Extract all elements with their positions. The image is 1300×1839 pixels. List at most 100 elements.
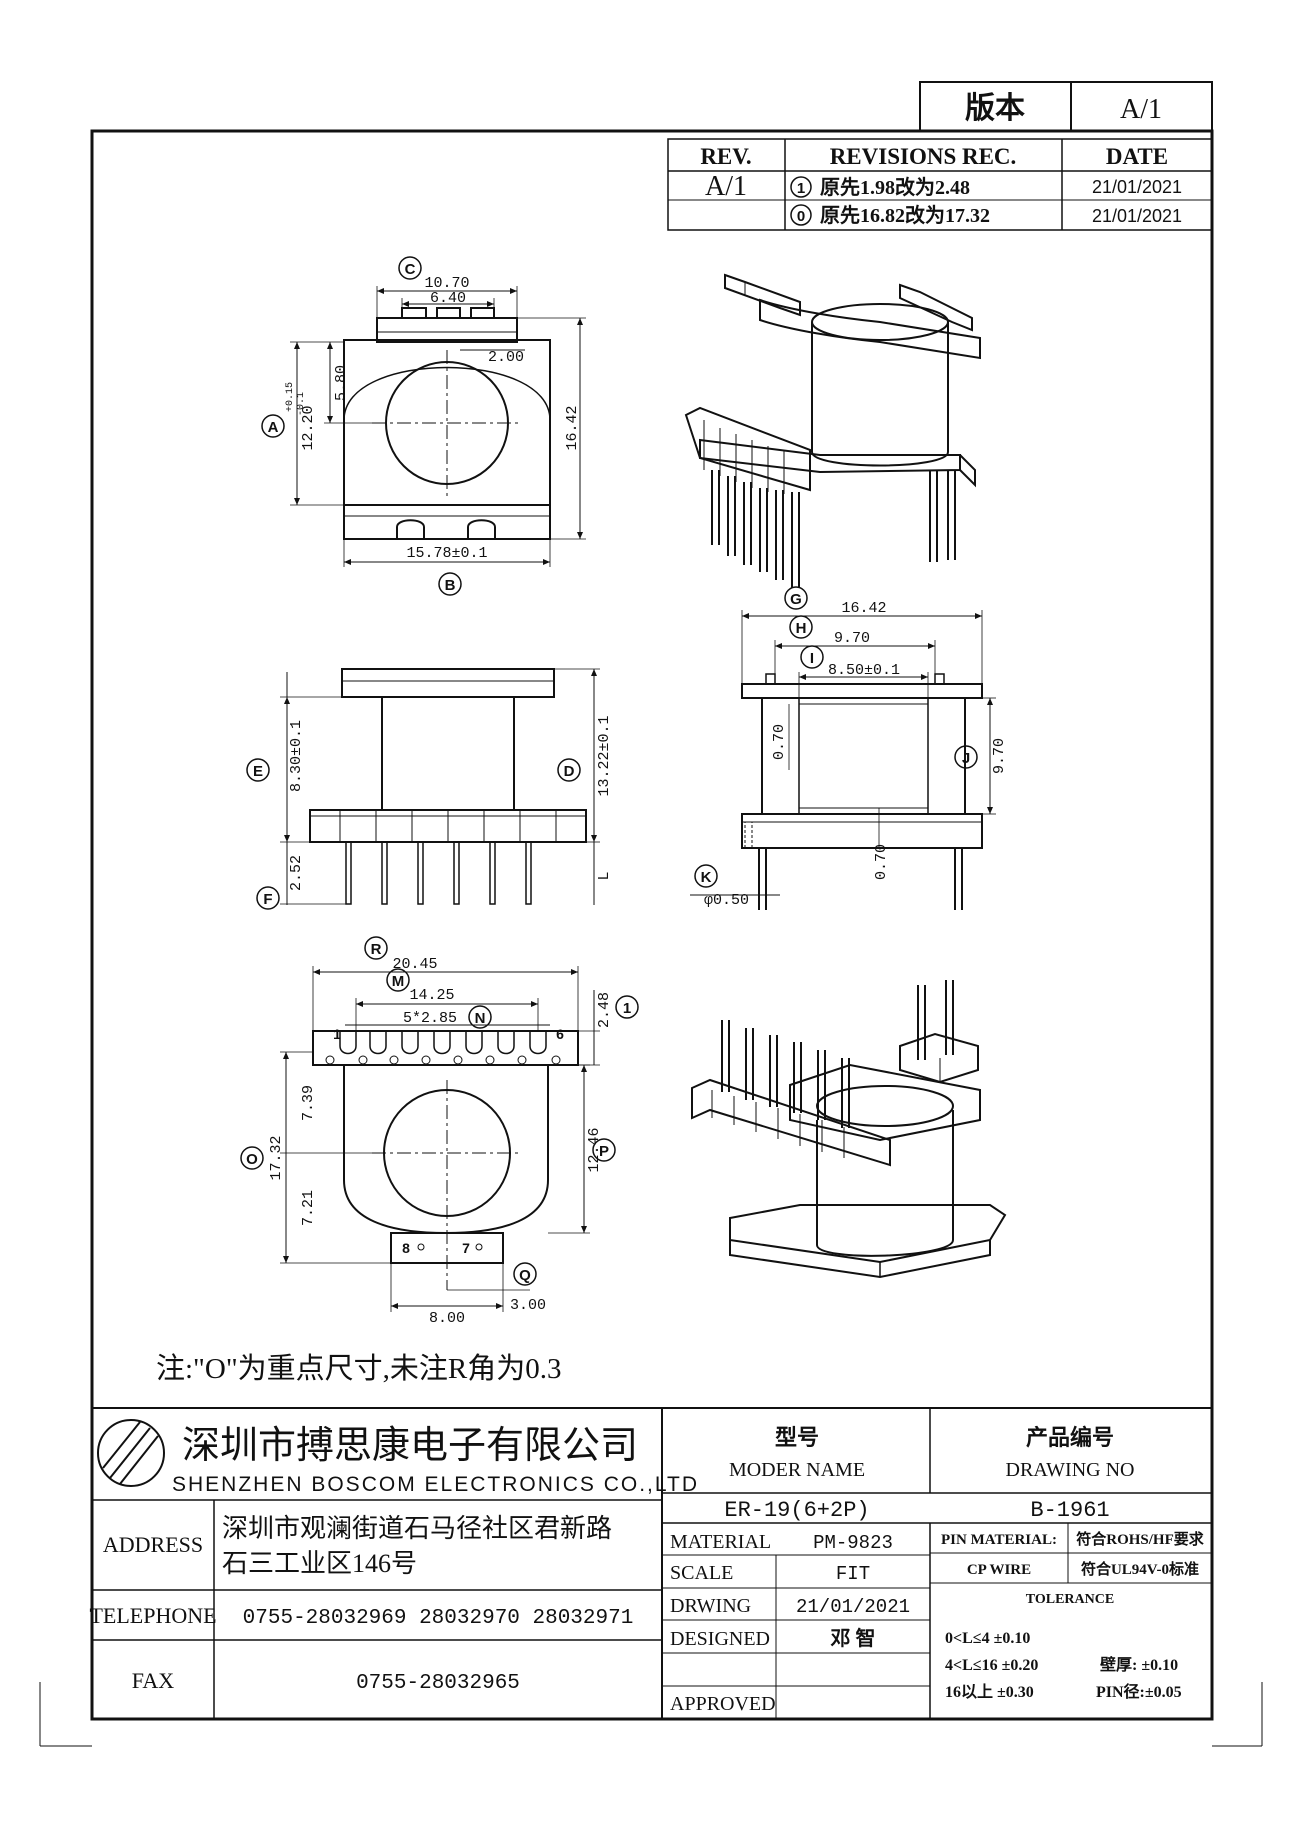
dim-o-total: 17.32 <box>268 1135 285 1180</box>
version-value: A/1 <box>1120 94 1162 125</box>
dim-c-outer: 10.70 <box>424 275 469 292</box>
designed-value: 邓 智 <box>831 1626 876 1650</box>
model-value: ER-19(6+2P) <box>724 1498 869 1523</box>
revision-1-mark: 1 <box>797 180 805 197</box>
model-label-cn: 型号 <box>775 1425 819 1450</box>
tolerance-wall: 壁厚: ±0.10 <box>1100 1655 1178 1674</box>
dim-left-upper: 5.80 <box>333 365 350 401</box>
side-view: 8.30±0.1 E 2.52 F 13.22±0.1 D L <box>246 668 613 910</box>
label-m: M <box>392 973 405 990</box>
label-g: G <box>790 591 802 608</box>
dim-base: 8.00 <box>429 1310 465 1327</box>
address-line-1: 深圳市观澜街道石马径社区君新路 <box>222 1514 612 1543</box>
drawing-label: DRWING <box>670 1595 751 1617</box>
model-label-en: MODER NAME <box>729 1459 865 1481</box>
material-label: MATERIAL <box>670 1531 771 1553</box>
dim-i: 8.50±0.1 <box>828 662 900 679</box>
dim-p: 12.46 <box>586 1127 603 1172</box>
dim-wall-top: 0.70 <box>771 724 788 760</box>
company-logo <box>97 1419 165 1487</box>
tolerance-label: TOLERANCE <box>1026 1592 1114 1607</box>
revision-1-text: 原先1.98改为2.48 <box>820 175 970 199</box>
crop-marks <box>39 1682 1263 1747</box>
revision-2-mark: 0 <box>797 208 805 225</box>
tolerance-1: 0<L≤4 ±0.10 <box>945 1630 1030 1647</box>
tolerance-3: 16以上 ±0.30 <box>945 1683 1034 1701</box>
date-header: DATE <box>1106 144 1168 169</box>
address-line-2: 石三工业区146号 <box>222 1549 417 1578</box>
pin-8-label: 8 <box>402 1240 410 1256</box>
pin-6-label: 6 <box>556 1026 564 1042</box>
scale-value: FIT <box>836 1563 870 1585</box>
pin-7-label: 7 <box>462 1240 470 1256</box>
dim-r: 20.45 <box>392 956 437 973</box>
revision-2-text: 原先16.82改为17.32 <box>820 203 990 227</box>
dim-a-height: 12.20 <box>300 405 317 450</box>
top-view: 10.70 C 6.40 2.00 5.80 12.20 +0.15 -0.1 … <box>261 256 586 596</box>
company-name-en: SHENZHEN BOSCOM ELECTRONICS CO.,LTD <box>172 1473 699 1496</box>
dim-m: 14.25 <box>409 987 454 1004</box>
label-o: O <box>246 1151 258 1168</box>
address-label: ADDRESS <box>103 1532 203 1557</box>
label-c: C <box>405 261 416 278</box>
approved-label: APPROVED <box>670 1693 776 1715</box>
dim-wall-bottom: 0.70 <box>873 844 890 880</box>
dim-n: 5*2.85 <box>403 1010 457 1027</box>
material-value: PM-9823 <box>813 1532 893 1554</box>
dim-l: L <box>596 871 613 880</box>
title-block: 深圳市搏思康电子有限公司 SHENZHEN BOSCOM ELECTRONICS… <box>89 1407 1212 1719</box>
label-one: 1 <box>623 1000 631 1017</box>
dim-c-inner: 6.40 <box>430 290 466 307</box>
label-h: H <box>796 620 807 637</box>
rev-value: A/1 <box>705 171 747 202</box>
pin-material-label: PIN MATERIAL: <box>941 1532 1057 1548</box>
tolerance-pin: PIN径:±0.05 <box>1096 1682 1182 1701</box>
label-p: P <box>599 1143 609 1160</box>
scale-label: SCALE <box>670 1562 733 1584</box>
label-a: A <box>268 419 279 436</box>
sheet-border <box>90 129 1214 1721</box>
ul-compliance: 符合UL94V-0标准 <box>1081 1560 1199 1578</box>
revisions-header: REVISIONS REC. <box>830 144 1017 169</box>
drawing-date-value: 21/01/2021 <box>796 1596 910 1618</box>
dim-k: φ0.50 <box>704 892 749 909</box>
front-view: 16.42 G 9.70 H 8.50±0.1 I 0.70 0.70 9.70… <box>690 586 1008 910</box>
revision-2-date: 21/01/2021 <box>1092 206 1182 226</box>
revision-table: REV. REVISIONS REC. DATE A/1 1 原先1.98改为2… <box>667 138 1213 231</box>
label-k: K <box>701 869 712 886</box>
dim-one: 2.48 <box>596 992 613 1028</box>
label-j: J <box>962 750 970 767</box>
dim-o-lower: 7.21 <box>300 1190 317 1226</box>
revision-1-date: 21/01/2021 <box>1092 177 1182 197</box>
isometric-view-upper <box>684 273 981 588</box>
version-label: 版本 <box>965 92 1025 125</box>
pin-material-value: CP WIRE <box>967 1562 1031 1578</box>
fax-value: 0755-28032965 <box>356 1672 520 1695</box>
dim-slot: 2.00 <box>488 349 524 366</box>
isometric-view-lower <box>691 980 1007 1279</box>
dim-h: 9.70 <box>834 630 870 647</box>
designed-label: DESIGNED <box>670 1628 770 1650</box>
label-b: B <box>445 577 456 594</box>
label-d: D <box>564 763 575 780</box>
rohs-compliance: 符合ROHS/HF要求 <box>1076 1530 1205 1548</box>
dim-a-tol-lower: -0.1 <box>296 392 307 416</box>
drawing-no-label-cn: 产品编号 <box>1026 1425 1114 1450</box>
dim-right-height: 16.42 <box>564 405 581 450</box>
telephone-label: TELEPHONE <box>89 1603 216 1628</box>
label-e: E <box>253 763 263 780</box>
rev-header: REV. <box>700 144 751 169</box>
dim-f: 2.52 <box>288 855 305 891</box>
fax-label: FAX <box>132 1668 174 1693</box>
drawing-no-value: B-1961 <box>1030 1498 1109 1523</box>
dim-e: 8.30±0.1 <box>288 720 305 792</box>
version-box: 版本 A/1 <box>919 81 1213 132</box>
label-q: Q <box>519 1267 531 1284</box>
telephone-value: 0755-28032969 28032970 28032971 <box>243 1607 634 1630</box>
dim-j: 9.70 <box>991 738 1008 774</box>
company-name-cn: 深圳市搏思康电子有限公司 <box>182 1425 638 1467</box>
label-i: I <box>810 650 814 667</box>
dim-a-tol-upper: +0.15 <box>285 382 296 412</box>
drawing-no-label-en: DRAWING NO <box>1006 1459 1135 1481</box>
